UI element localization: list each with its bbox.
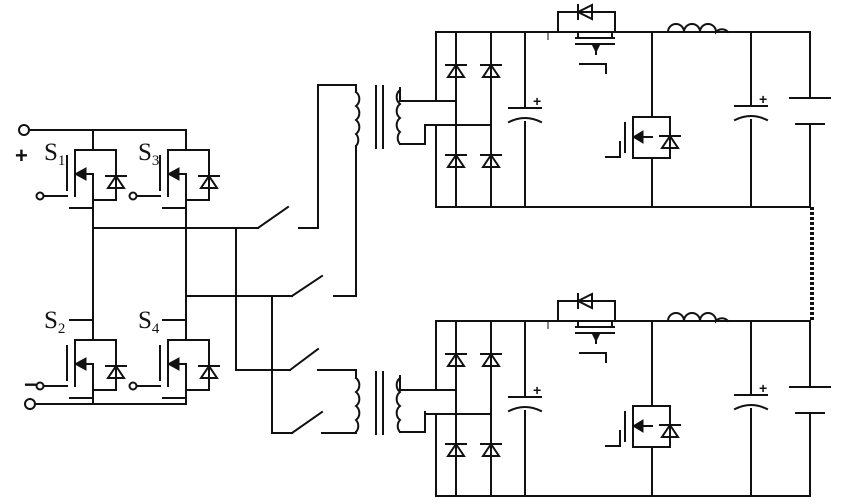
switch-blade-4[interactable] [290, 410, 324, 435]
switch-label-s3: S3 [138, 139, 159, 169]
transformer-1 [317, 84, 426, 297]
positive-terminal[interactable] [18, 124, 30, 136]
negative-terminal[interactable] [24, 398, 36, 410]
full-bridge-inverter: + − S1 S3 S2 S4 [15, 124, 220, 410]
cap-plus-1: + [533, 93, 541, 109]
switch-blade-1[interactable] [256, 205, 290, 230]
switch-label-s1: S1 [44, 139, 65, 169]
switch-label-s4: S4 [138, 307, 160, 337]
switch-blade-3[interactable] [288, 347, 320, 372]
dc-stage-lower [425, 294, 830, 496]
transformer-2 [354, 369, 426, 435]
cap-plus-2: + [759, 91, 767, 107]
switch-blade-2[interactable] [290, 274, 324, 298]
cap-plus-3: + [533, 382, 541, 398]
negative-sign: − [24, 372, 37, 397]
switch-network [92, 205, 357, 435]
switch-label-s2: S2 [44, 307, 65, 337]
cap-plus-4: + [759, 380, 767, 396]
dc-stage-upper [425, 5, 830, 207]
positive-sign: + [15, 143, 28, 168]
